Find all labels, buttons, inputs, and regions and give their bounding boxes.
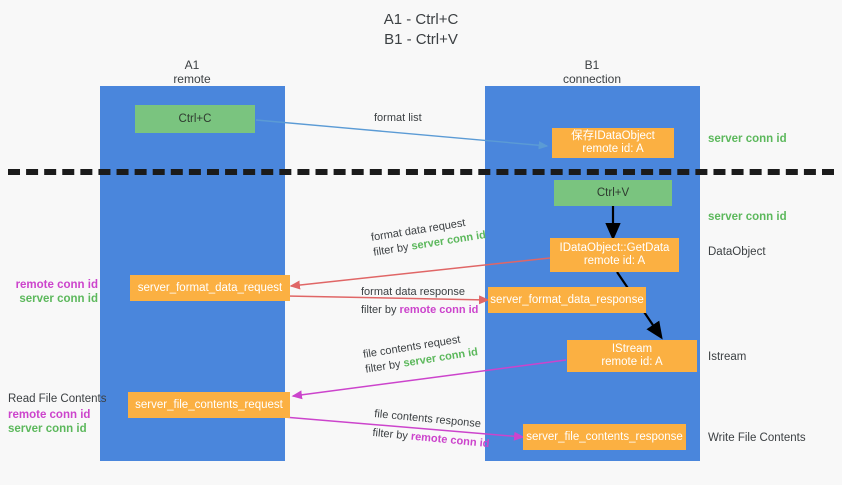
node-save-idataobject-line1: 保存IDataObject [571,130,655,142]
node-server-format-data-response[interactable]: server_format_data_response [488,287,646,313]
lane-b1-name: B1 [584,58,600,72]
annotation-left-group-1: remote conn id server conn id [8,278,98,306]
lane-header-a1: A1 remote [92,58,292,86]
arrow-format-data-request [289,257,551,290]
node-server-format-data-response-label: server_format_data_response [490,293,644,306]
edge-label-format-data-response-filter: filter by remote conn id [361,303,478,318]
title-line-1: A1 - Ctrl+C [383,11,459,28]
arrow-file-contents-request [291,359,567,400]
filter-prefix: filter by [371,426,409,443]
edge-label-format-data-response: format data response filter by remote co… [361,285,478,318]
node-save-idataobject[interactable]: 保存IDataObject remote id: A [552,128,674,158]
annotation-server-conn-id-1: server conn id [708,133,787,145]
annotation-remote-conn-id-1: remote conn id [15,279,98,291]
lane-a1-name: A1 [184,58,200,72]
annotation-server-conn-id-3: server conn id [19,293,98,305]
node-server-file-contents-request-label: server_file_contents_request [135,398,283,411]
node-server-file-contents-response[interactable]: server_file_contents_response [523,424,686,450]
node-save-idataobject-line2: remote id: A [582,143,644,155]
node-server-format-data-request[interactable]: server_format_data_request [130,275,290,301]
node-server-file-contents-request[interactable]: server_file_contents_request [128,392,290,418]
node-server-file-contents-response-label: server_file_contents_response [526,430,683,443]
lane-a1-subtitle: remote [173,72,211,86]
node-idataobject-getdata-line1: IDataObject::GetData [559,242,670,254]
filter-prefix: filter by [361,304,397,316]
title-line-2: B1 - Ctrl+V [384,31,458,48]
node-istream-line1: IStream [611,343,653,355]
node-idataobject-getdata-line2: remote id: A [583,255,646,267]
node-ctrl-c-label: Ctrl+C [178,112,212,125]
edge-label-format-list: format list [374,112,422,124]
annotation-server-conn-id-4: server conn id [8,423,87,435]
page-title: A1 - Ctrl+C B1 - Ctrl+V [0,10,842,50]
annotation-write-file-contents: Write File Contents [708,432,806,444]
lane-header-b1: B1 connection [492,58,692,86]
node-istream[interactable]: IStream remote id: A [567,340,697,372]
arrow-format-list [255,119,549,150]
annotation-server-conn-id-2: server conn id [708,211,787,223]
node-ctrl-v-label: Ctrl+V [596,186,630,199]
annotation-read-file-contents: Read File Contents [8,393,107,405]
annotation-left-group-2: Read File Contents remote conn id server… [8,392,113,436]
node-idataobject-getdata[interactable]: IDataObject::GetData remote id: A [550,238,679,272]
annotation-dataobject: DataObject [708,246,766,258]
node-ctrl-v[interactable]: Ctrl+V [554,180,672,206]
annotation-istream: Istream [708,351,747,363]
lane-b1-subtitle: connection [562,72,622,86]
filter-value-remote-conn-id: remote conn id [399,304,479,316]
node-ctrl-c[interactable]: Ctrl+C [135,105,255,133]
node-istream-line2: remote id: A [601,356,663,368]
node-server-format-data-request-label: server_format_data_request [137,281,283,294]
edge-label-format-data-response-title: format data response [361,286,465,298]
annotation-remote-conn-id-2: remote conn id [8,409,91,421]
trust-boundary-divider [8,169,834,175]
